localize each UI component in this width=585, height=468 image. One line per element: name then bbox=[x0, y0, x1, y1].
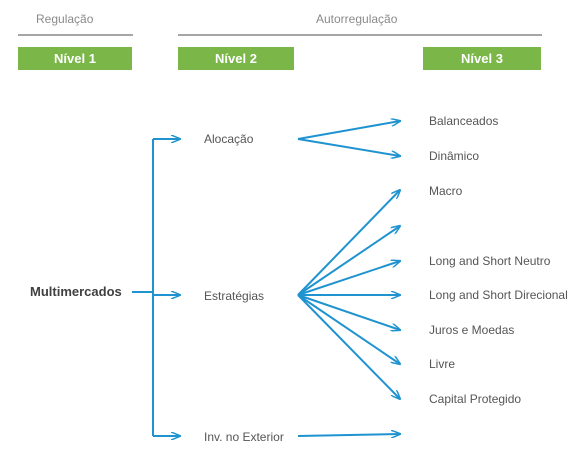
arrow-to-dinamico bbox=[297, 138, 400, 156]
level2-node-estrategias: Estratégias bbox=[204, 289, 265, 303]
regulation-label: Regulação bbox=[36, 12, 94, 26]
level3-node-capital-protegido: Capital Protegido bbox=[429, 392, 522, 406]
selfregulation-divider bbox=[178, 34, 542, 36]
level2-box: Nível 2 bbox=[178, 47, 294, 70]
root-node-multimercados: Multimercados bbox=[30, 284, 122, 299]
level2-node-alocacao: Alocação bbox=[204, 132, 254, 146]
arrow-to-exterior-target bbox=[297, 434, 400, 436]
level3-node-dinamico: Dinâmico bbox=[429, 149, 480, 163]
level3-node-ls-direcional: Long and Short Direcional bbox=[429, 288, 568, 302]
arrow-to-juros-moedas bbox=[297, 294, 400, 330]
level3-node-ls-neutro: Long and Short Neutro bbox=[429, 254, 551, 268]
level3-node-balanceados: Balanceados bbox=[429, 114, 499, 128]
arrow-to-livre bbox=[297, 294, 400, 364]
arrow-to-ls-neutro bbox=[297, 261, 400, 296]
level2-node-inv-exterior: Inv. no Exterior bbox=[204, 430, 284, 444]
level3-node-livre: Livre bbox=[429, 357, 456, 371]
arrow-to-macro bbox=[297, 190, 400, 296]
level3-box: Nível 3 bbox=[423, 47, 541, 70]
level3-node-macro: Macro bbox=[429, 184, 463, 198]
arrow-to-balanceados bbox=[297, 121, 400, 140]
regulation-divider bbox=[18, 34, 133, 36]
selfregulation-label: Autorregulação bbox=[316, 12, 398, 26]
level1-box: Nível 1 bbox=[18, 47, 132, 70]
level3-node-juros-moedas: Juros e Moedas bbox=[429, 323, 515, 337]
arrow-to-blank bbox=[297, 226, 400, 296]
arrow-to-capital-protegido bbox=[297, 294, 400, 399]
